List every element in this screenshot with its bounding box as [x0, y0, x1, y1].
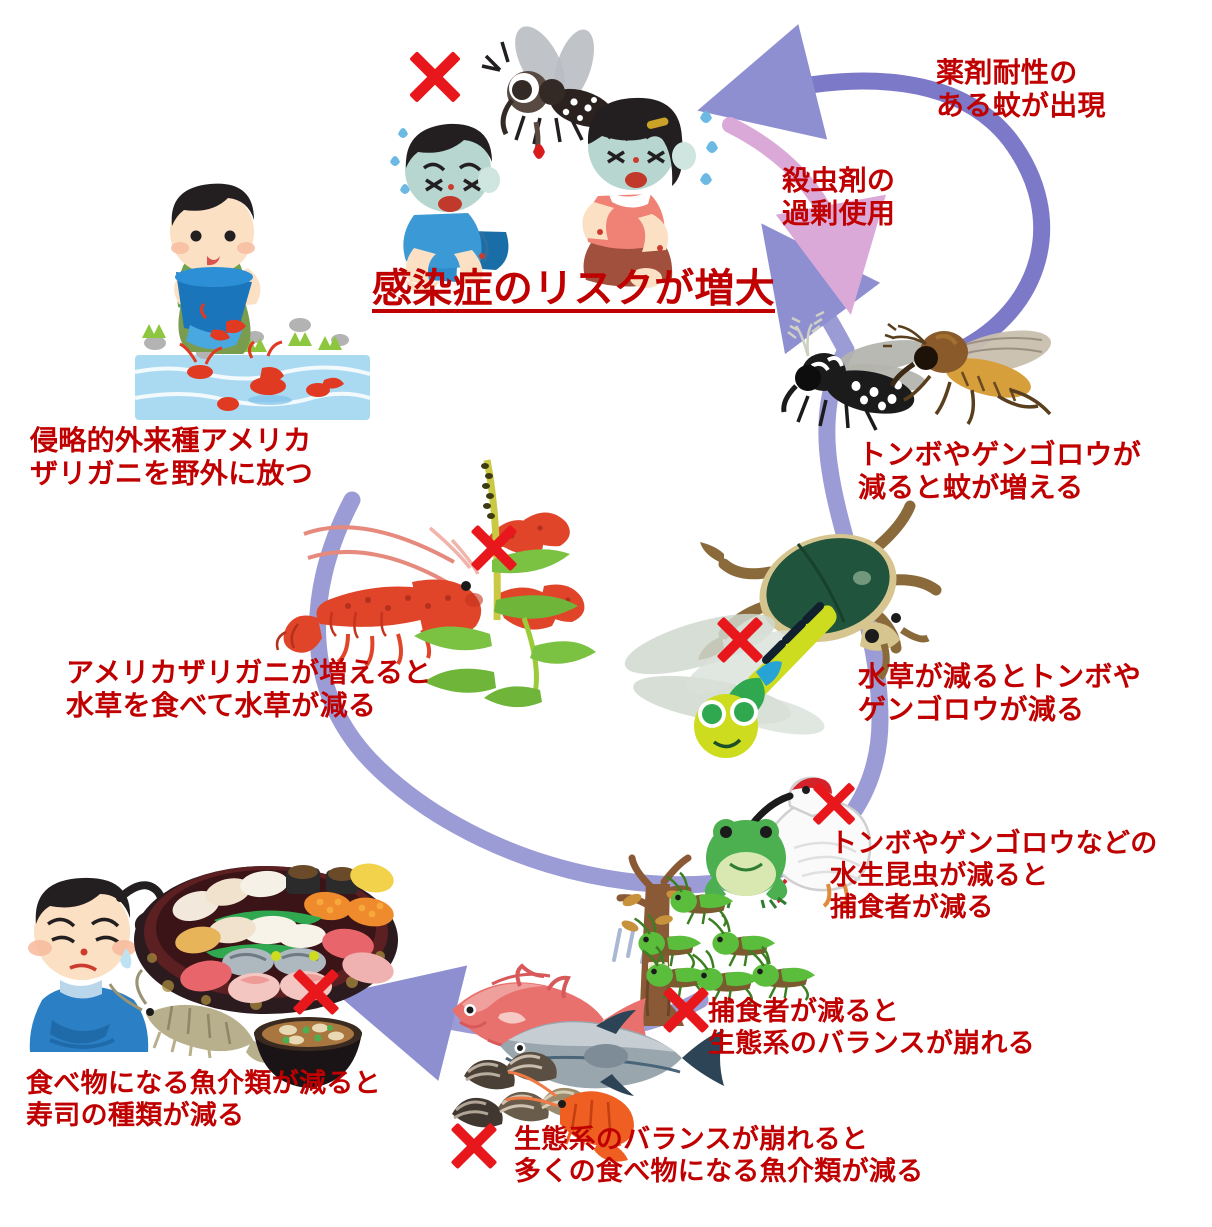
grasshopper-group [634, 871, 816, 1005]
headline-infection-risk: 感染症のリスクが増大 [372, 267, 775, 311]
illustration-grasshoppers-on-bare-tree [612, 854, 816, 1026]
pesticide-arrow [722, 117, 886, 315]
caption-seafood-loss-sushi: 食べ物になる魚介類が減ると 寿司の種類が減る [26, 1068, 381, 1130]
caption-resistant-mosquito: 薬剤耐性の ある蚊が出現 [936, 57, 1106, 122]
caption-waterweed-loss-insects: 水草が減るとトンボや ゲンゴロウが減る [858, 661, 1142, 726]
caption-insects-loss-predators: トンボやゲンゴロウなどの 水生昆虫が減ると 捕食者が減る [830, 828, 1158, 922]
x-mark-infection [404, 46, 466, 108]
caption-release-crayfish: 侵略的外来種アメリカ ザリガニを野外に放つ [30, 425, 314, 490]
caption-balance-loss-seafood: 生態系のバランスが崩れると 多くの食べ物になる魚介類が減る [514, 1124, 924, 1186]
illustration-crayfish-and-waterweed [275, 459, 596, 708]
x-mark-tree [658, 982, 714, 1038]
resistance-arrow [697, 24, 1051, 359]
x-mark-waterweed [466, 520, 522, 576]
caption-insects-loss-mosquitoes: トンボやゲンゴロウが 減ると蚊が増える [858, 439, 1142, 504]
dragonfly [624, 602, 837, 758]
illustration-fish-and-shellfish [452, 963, 724, 1162]
caption-crayfish-eats-waterweed: アメリカザリガニが増えると 水草を食べて水草が減る [66, 657, 432, 722]
x-mark-shellfish [446, 1118, 502, 1174]
illustration-diving-beetle-and-dragonfly [624, 500, 942, 758]
mosquito-biting [481, 26, 614, 159]
illustration-mosquito-pair [781, 310, 1052, 431]
caption-pesticide-overuse: 殺虫剤の 過剰使用 [782, 165, 896, 230]
illustration-boy-releasing-crayfish [134, 183, 371, 420]
x-mark-dragonfly [712, 612, 768, 668]
x-mark-sushi [288, 964, 344, 1020]
x-mark-ibis [808, 778, 860, 830]
illustration-sick-people-with-mosquito [390, 26, 718, 292]
shrimp [505, 1070, 634, 1162]
caption-predators-loss-balance: 捕食者が減ると 生態系のバランスが崩れる [708, 996, 1036, 1058]
